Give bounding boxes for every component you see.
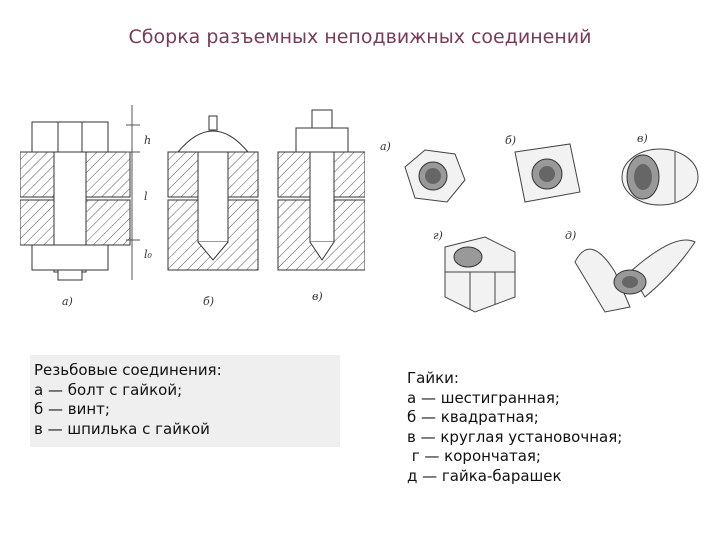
castle-nut bbox=[444, 236, 516, 313]
caption-line: д — гайка-барашек bbox=[407, 466, 562, 485]
round-nut bbox=[621, 148, 699, 206]
nut-label-v: в) bbox=[637, 132, 648, 145]
caption-heading: Гайки: bbox=[407, 369, 459, 387]
square-nut bbox=[514, 143, 581, 203]
dim-label-l0: l₀ bbox=[144, 248, 153, 261]
nut-label-d: д) bbox=[565, 229, 576, 242]
screw bbox=[176, 115, 250, 261]
fig-label-a: а) bbox=[62, 295, 73, 308]
caption-line: в — круглая установочная; bbox=[407, 427, 623, 446]
nut-label-a: а) bbox=[380, 140, 391, 153]
dimension-lines bbox=[126, 105, 140, 280]
caption-line: г — корончатая; bbox=[407, 447, 541, 465]
nuts-drawing: а) б) в) г) д) bbox=[380, 132, 699, 313]
caption-heading: Резьбовые соединения: bbox=[34, 361, 222, 379]
dim-label-h: h bbox=[144, 134, 151, 147]
caption-line: б — квадратная; bbox=[407, 408, 539, 426]
nut-label-b: б) bbox=[505, 134, 516, 147]
fig-label-v: в) bbox=[312, 290, 323, 303]
dim-label-l: l bbox=[144, 190, 148, 203]
bolt-with-nut bbox=[31, 121, 109, 281]
stud-with-nut bbox=[295, 109, 349, 261]
caption-line: б — винт; bbox=[34, 400, 110, 418]
threaded-joints-caption: Резьбовые соединения: а — болт с гайкой;… bbox=[30, 355, 340, 447]
threaded-joints-drawing: h l l₀ а) б) в) bbox=[20, 105, 365, 308]
caption-line: а — болт с гайкой; bbox=[34, 380, 183, 399]
caption-line: а — шестигранная; bbox=[407, 388, 560, 407]
slide-title: Сборка разъемных неподвижных соединений bbox=[128, 26, 592, 48]
fig-label-b: б) bbox=[203, 295, 214, 308]
nuts-caption: Гайки: а — шестигранная; б — квадратная;… bbox=[407, 369, 707, 486]
caption-line: в — шпилька с гайкой bbox=[34, 419, 210, 438]
hex-nut bbox=[404, 149, 466, 203]
wing-nut bbox=[574, 239, 696, 313]
nut-label-g: г) bbox=[433, 229, 443, 242]
